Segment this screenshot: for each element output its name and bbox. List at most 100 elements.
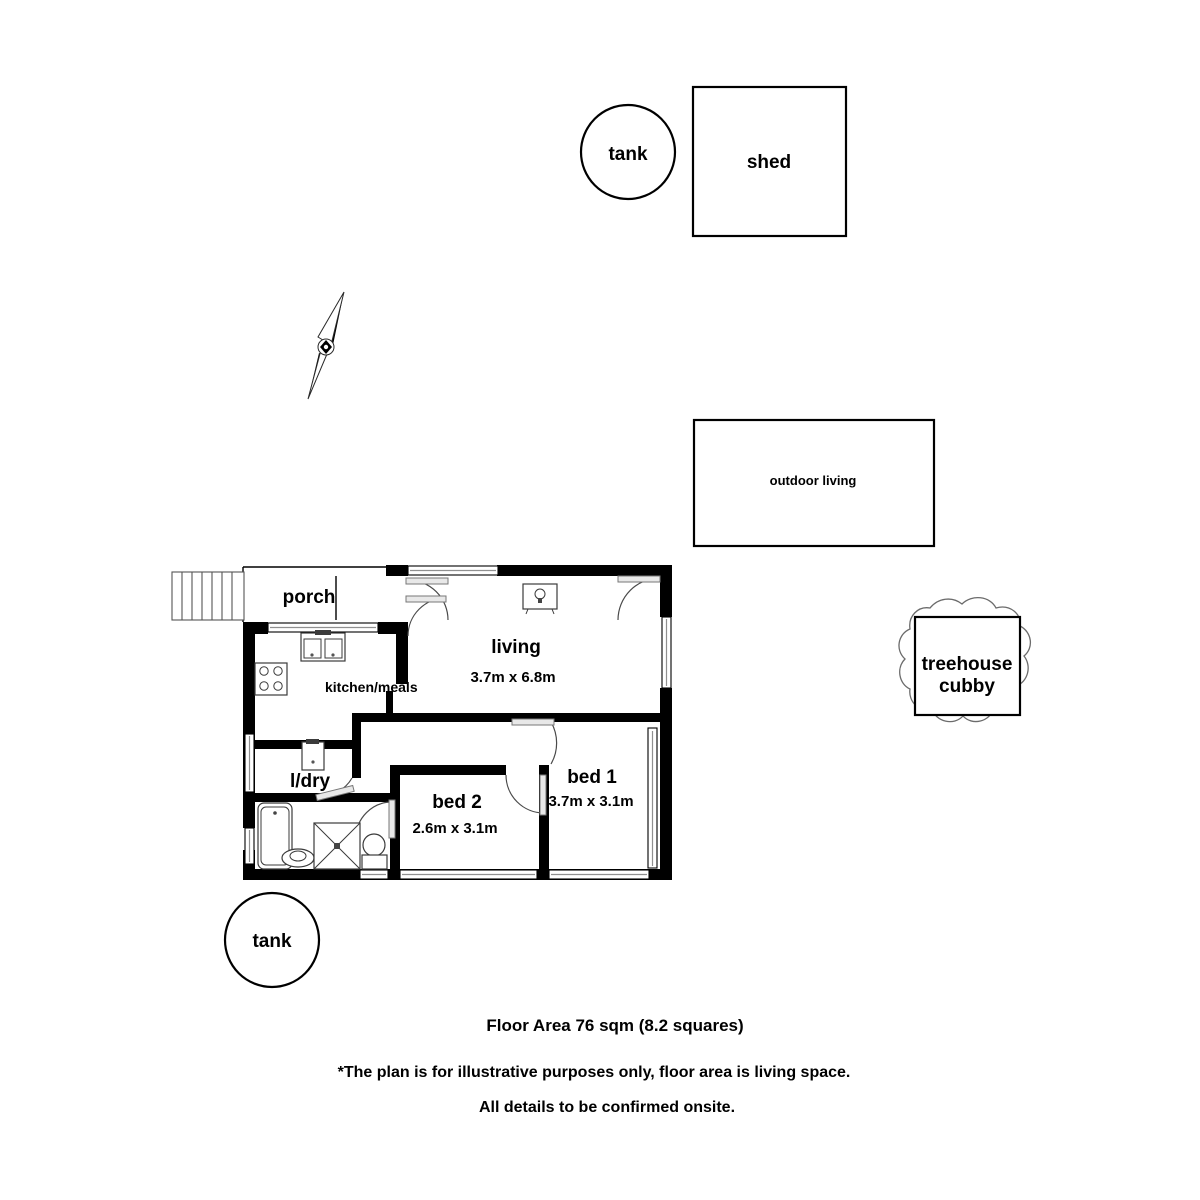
door-swing-arc bbox=[550, 721, 558, 765]
wall-ext-right-lower bbox=[660, 688, 672, 880]
door-laundry bbox=[315, 777, 355, 802]
wall-ext-top-left-stub bbox=[386, 565, 408, 576]
bed2-label: bed 2 bbox=[432, 792, 482, 813]
bath-body bbox=[257, 802, 293, 870]
burner-2 bbox=[273, 666, 283, 676]
basin-bowl bbox=[289, 850, 307, 862]
bath-inner bbox=[260, 806, 290, 866]
window-bottom-bed1 bbox=[548, 869, 650, 880]
door-leaf bbox=[511, 718, 555, 726]
wall-ext-right-living-upper bbox=[660, 565, 672, 617]
compass-hub-center bbox=[323, 344, 329, 350]
burner-1 bbox=[259, 666, 269, 676]
door-leaf bbox=[405, 577, 449, 585]
bed1-label: bed 1 bbox=[567, 767, 617, 788]
sink-drain-left bbox=[310, 653, 314, 657]
door-living-outdoor bbox=[617, 575, 661, 621]
wall-stub-vertical bbox=[386, 691, 393, 717]
sink-bowl-left bbox=[303, 638, 322, 659]
door-bed2 bbox=[505, 774, 547, 816]
site-feature-treehouse: treehouse cubby bbox=[898, 597, 1031, 723]
wall-kitchen-living-divide bbox=[352, 713, 500, 722]
window-right-bed1 bbox=[647, 727, 658, 869]
toilet-bowl bbox=[362, 833, 386, 857]
disclaimer-line-2: All details to be confirmed onsite. bbox=[479, 1099, 735, 1116]
cooktop-icon bbox=[254, 662, 288, 696]
heater-legs bbox=[525, 608, 555, 615]
north-arrow-icon bbox=[307, 291, 345, 400]
kitchen-meals-label: kitchen/meals bbox=[325, 679, 418, 695]
window-living-front bbox=[407, 565, 499, 576]
door-leaf bbox=[617, 575, 661, 583]
shed-rect bbox=[691, 85, 848, 238]
site-feature-outdoor-living bbox=[692, 418, 936, 548]
outdoor-living-label: outdoor living bbox=[770, 473, 857, 488]
sink-body bbox=[300, 632, 346, 662]
site-feature-tank-bottom bbox=[223, 891, 321, 989]
basin-body bbox=[281, 848, 315, 868]
wall-ext-left-kitchen bbox=[243, 622, 255, 734]
heater-flame-base bbox=[538, 598, 542, 603]
living-dimensions: 3.7m x 6.8m bbox=[470, 669, 555, 686]
sink-drain-right bbox=[331, 653, 335, 657]
basin-icon bbox=[281, 848, 315, 868]
sink-bowl-right bbox=[324, 638, 343, 659]
treehouse-label-line1: treehouse bbox=[922, 654, 1013, 675]
laundry-label: l/dry bbox=[290, 771, 331, 792]
door-leaf bbox=[388, 799, 396, 839]
tank-bottom-circle bbox=[223, 891, 321, 989]
room-porch: porch bbox=[242, 566, 403, 622]
site-feature-shed bbox=[691, 85, 848, 238]
treehouse-label-line2: cubby bbox=[939, 676, 995, 697]
toilet-icon bbox=[361, 833, 388, 870]
bed2-dimensions: 2.6m x 3.1m bbox=[412, 820, 497, 837]
toilet-cistern bbox=[361, 854, 388, 870]
wall-bed2-top bbox=[390, 765, 506, 775]
door-bed1 bbox=[511, 718, 558, 765]
tank-top-circle bbox=[579, 103, 677, 201]
door-front-living bbox=[405, 577, 449, 621]
burner-4 bbox=[273, 681, 283, 691]
heater-icon bbox=[522, 583, 558, 615]
disclaimer-line-1: *The plan is for illustrative purposes o… bbox=[338, 1064, 851, 1081]
bath-plug bbox=[273, 811, 277, 815]
wall-living-bed-divide bbox=[455, 713, 665, 722]
double-bowl-sink-icon bbox=[300, 630, 346, 662]
heater-body bbox=[522, 583, 558, 610]
shower-drain bbox=[334, 843, 340, 849]
burner-3 bbox=[259, 681, 269, 691]
floor-area-text: Floor Area 76 sqm (8.2 squares) bbox=[486, 1016, 743, 1035]
tank-top-label: tank bbox=[608, 144, 648, 165]
wall-ext-top-right bbox=[497, 565, 672, 576]
wall-bed1-bed2-divide bbox=[539, 765, 549, 877]
wall-living-left-upper bbox=[396, 622, 408, 684]
outdoor-living-rect bbox=[692, 418, 936, 548]
cooktop-body bbox=[254, 662, 288, 696]
shed-label: shed bbox=[747, 152, 791, 173]
laundry-trough-icon bbox=[301, 739, 325, 771]
steps-body bbox=[171, 571, 245, 621]
sink-tap bbox=[315, 630, 331, 635]
site-feature-tank-top bbox=[579, 103, 677, 201]
shower-icon bbox=[313, 822, 361, 870]
bed1-dimensions: 3.7m x 3.1m bbox=[548, 793, 633, 810]
window-bottom-bed2 bbox=[399, 869, 538, 880]
door-leaf bbox=[405, 595, 447, 603]
treehouse-box bbox=[913, 615, 1022, 717]
living-label: living bbox=[491, 637, 541, 658]
house-plan: porch bbox=[171, 565, 672, 880]
steps-treads bbox=[181, 572, 233, 620]
window-left-laundry bbox=[244, 733, 255, 793]
window-left-bathroom bbox=[244, 827, 255, 865]
porch-label: porch bbox=[283, 587, 336, 608]
tank-bottom-label: tank bbox=[252, 931, 292, 952]
window-bottom-bath bbox=[359, 869, 389, 880]
trough-drain bbox=[311, 760, 315, 764]
door-leaf bbox=[315, 784, 355, 802]
trough-body bbox=[301, 741, 325, 771]
door-leaf bbox=[539, 774, 547, 816]
steps-icon bbox=[171, 571, 245, 621]
bathtub-icon bbox=[257, 802, 293, 870]
